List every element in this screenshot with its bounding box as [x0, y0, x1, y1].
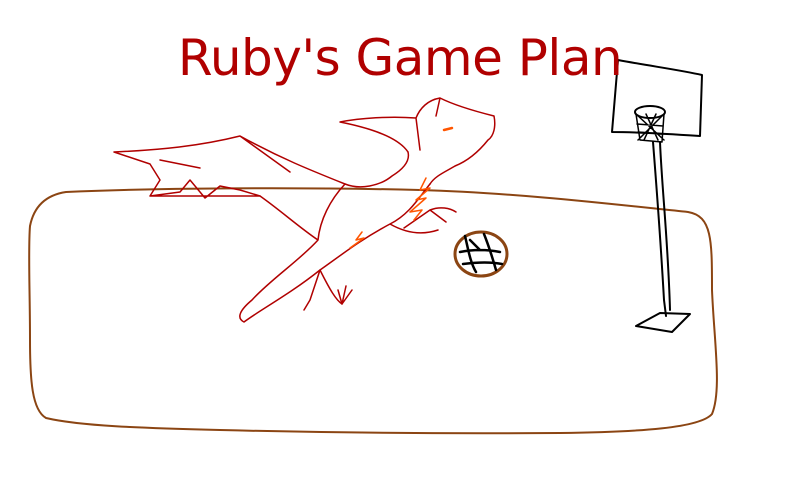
- dragon-body: [239, 151, 439, 323]
- hoop-rim: [634, 105, 666, 119]
- hoop-net: [635, 113, 665, 143]
- hoop-pole: [652, 141, 671, 317]
- dragon-eye: [442, 126, 454, 132]
- page-title: Ruby's Game Plan: [177, 29, 623, 87]
- basketball-icon: [453, 230, 509, 278]
- hoop-base: [635, 312, 691, 333]
- hoop-icon: [611, 59, 703, 333]
- dragon-wing: [113, 135, 346, 199]
- basketball-lines: [458, 232, 504, 274]
- dragon-head: [339, 97, 496, 185]
- court-outline: [28, 187, 718, 435]
- dragon-figure: [113, 97, 496, 323]
- hoop-backboard: [611, 59, 703, 137]
- dragon-legs: [303, 207, 457, 311]
- basketball-outline: [453, 230, 509, 278]
- dragon-chest-flames: [349, 177, 431, 249]
